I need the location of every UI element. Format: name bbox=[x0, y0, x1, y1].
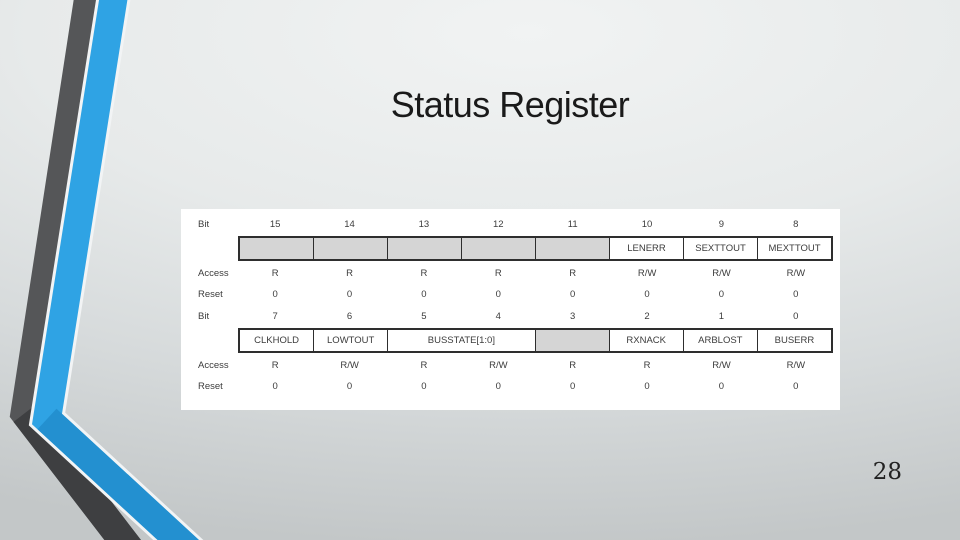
access-value: R/W bbox=[786, 268, 806, 279]
register-row-reset: Reset 0 0 0 0 0 0 0 0 bbox=[181, 287, 833, 303]
access-value: R bbox=[494, 268, 502, 279]
access-value: R/W bbox=[786, 360, 806, 371]
bit-number: 4 bbox=[495, 311, 501, 322]
reset-value: 0 bbox=[272, 289, 278, 300]
register-field-cell: LENERR bbox=[609, 237, 684, 260]
register-field-cell: MEXTTOUT bbox=[757, 237, 832, 260]
reset-value: 0 bbox=[644, 381, 650, 392]
access-value: R bbox=[420, 268, 428, 279]
reset-value: 0 bbox=[495, 381, 501, 392]
register-row-reset: Reset 0 0 0 0 0 0 0 0 bbox=[181, 379, 833, 395]
bit-number: 7 bbox=[272, 311, 278, 322]
access-value: R bbox=[569, 268, 577, 279]
bit-number: 15 bbox=[269, 219, 281, 230]
reset-value: 0 bbox=[346, 289, 353, 300]
register-row-bits: Bit 15 14 13 12 11 10 9 8 bbox=[181, 217, 833, 233]
access-value: R bbox=[569, 360, 577, 371]
decorative-ribbon bbox=[9, 0, 204, 540]
register-field-cell: ARBLOST bbox=[682, 329, 758, 352]
ribbon-blue-band-shade bbox=[37, 408, 199, 540]
access-value: R bbox=[420, 360, 428, 371]
reserved-cell bbox=[239, 237, 314, 260]
bit-number: 14 bbox=[344, 219, 355, 230]
register-field-cell: BUSERR bbox=[756, 329, 832, 352]
reserved-cell bbox=[535, 237, 610, 260]
row-label-access: Access bbox=[198, 268, 229, 279]
register-row-bits: Bit 7 6 5 4 3 2 1 0 bbox=[181, 309, 833, 325]
bit-number: 11 bbox=[567, 219, 578, 230]
row-label-reset: Reset bbox=[198, 289, 223, 300]
reset-value: 0 bbox=[718, 289, 725, 300]
access-value: R bbox=[271, 268, 279, 279]
field-row-label-spacer bbox=[198, 236, 238, 261]
access-value: R/W bbox=[489, 360, 508, 371]
register-row-access: Access R R R R R R/W R/W R/W bbox=[181, 266, 833, 282]
reset-value: 0 bbox=[495, 289, 501, 300]
row-label-reset: Reset bbox=[198, 381, 223, 392]
reserved-cell bbox=[387, 237, 462, 260]
reset-value: 0 bbox=[793, 289, 799, 300]
bit-number: 1 bbox=[718, 311, 725, 322]
reset-value: 0 bbox=[421, 381, 427, 392]
reserved-cell bbox=[534, 329, 610, 352]
register-field-cell: BUSSTATE[1:0] bbox=[387, 329, 536, 352]
register-row-access: Access R R/W R R/W R R R/W R/W bbox=[181, 358, 833, 374]
reserved-cell bbox=[461, 237, 536, 260]
row-label-bit: Bit bbox=[198, 219, 210, 230]
bit-number: 8 bbox=[793, 219, 799, 230]
bit-number: 12 bbox=[493, 219, 504, 230]
reset-value: 0 bbox=[421, 289, 427, 300]
access-value: R/W bbox=[712, 268, 731, 279]
reset-value: 0 bbox=[570, 289, 576, 300]
reset-value: 0 bbox=[644, 289, 650, 300]
row-label-access: Access bbox=[198, 360, 229, 371]
access-value: R/W bbox=[637, 268, 657, 279]
access-value: R bbox=[346, 268, 353, 279]
reset-value: 0 bbox=[570, 381, 576, 392]
bit-number: 0 bbox=[793, 311, 799, 322]
access-value: R/W bbox=[340, 360, 359, 371]
register-field-cell: CLKHOLD bbox=[239, 329, 315, 352]
bit-number: 13 bbox=[418, 219, 430, 230]
register-field-cell: LOWTOUT bbox=[313, 329, 389, 352]
bit-number: 5 bbox=[421, 311, 427, 322]
reserved-cell bbox=[313, 237, 388, 260]
field-row-label-spacer bbox=[198, 328, 238, 353]
bit-number: 6 bbox=[346, 311, 353, 322]
slide-title: Status Register bbox=[390, 84, 630, 125]
access-value: R bbox=[271, 360, 279, 371]
access-value: R/W bbox=[712, 360, 731, 371]
bit-number: 9 bbox=[718, 219, 725, 230]
reset-value: 0 bbox=[793, 381, 799, 392]
reset-value: 0 bbox=[346, 381, 353, 392]
bit-number: 2 bbox=[644, 311, 650, 322]
page-number: 28 bbox=[872, 459, 902, 485]
row-label-bit: Bit bbox=[198, 311, 210, 322]
bit-number: 3 bbox=[570, 311, 576, 322]
reset-value: 0 bbox=[272, 381, 278, 392]
register-field-cell: RXNACK bbox=[608, 329, 684, 352]
reset-value: 0 bbox=[718, 381, 725, 392]
register-field-cell: SEXTTOUT bbox=[683, 237, 758, 260]
bit-number: 10 bbox=[641, 219, 653, 230]
access-value: R bbox=[643, 360, 651, 371]
